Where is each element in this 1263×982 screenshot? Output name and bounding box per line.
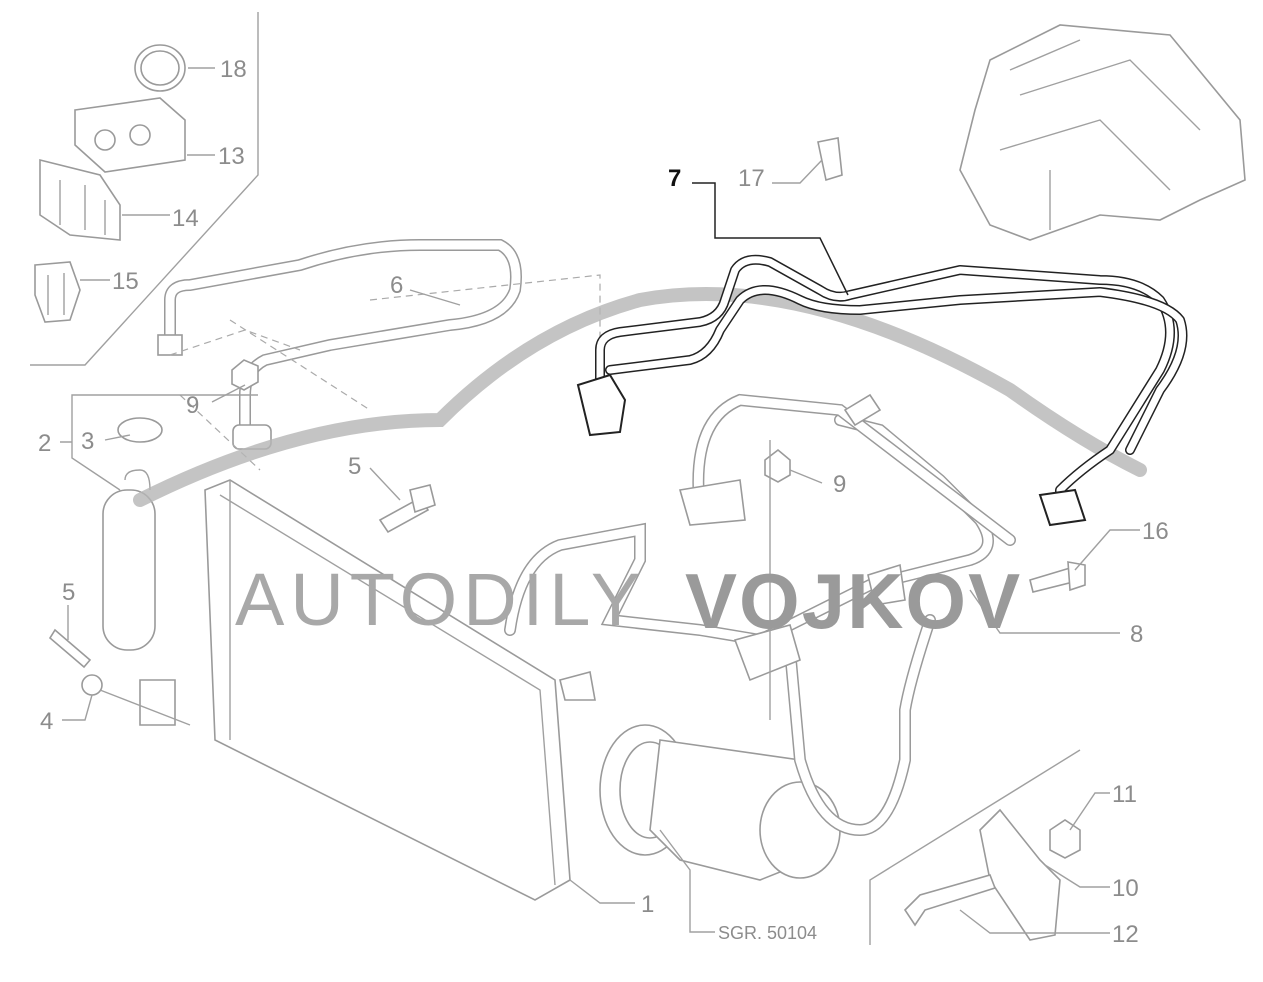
callout-16: 16 xyxy=(1142,518,1169,545)
part-16-bolt xyxy=(1029,566,1074,593)
part-17-pressure-switch xyxy=(817,137,843,182)
callout-1: 1 xyxy=(641,891,654,918)
compressor xyxy=(599,724,841,881)
part-13-block xyxy=(74,97,186,173)
hose-block xyxy=(733,624,801,682)
callout-10: 10 xyxy=(1112,875,1139,902)
callout-17: 17 xyxy=(738,165,765,192)
leader-lines xyxy=(60,67,1140,934)
part-10-bracket xyxy=(979,808,1061,941)
callout-9-right: 9 xyxy=(833,471,846,498)
part-5-bolt-lower xyxy=(48,628,92,669)
reference-code: SGR. 50104 xyxy=(718,923,817,943)
part-3-washer xyxy=(117,417,163,443)
callout-12: 12 xyxy=(1112,921,1139,948)
part-9-nut xyxy=(231,359,259,391)
callout-8: 8 xyxy=(1130,621,1143,648)
hvac-unit xyxy=(959,24,1246,241)
callout-18: 18 xyxy=(220,56,247,83)
part-14-clip xyxy=(39,158,121,241)
callout-14: 14 xyxy=(172,205,199,232)
small-parts-divider xyxy=(30,12,259,366)
callout-5-upper: 5 xyxy=(348,453,361,480)
part-9-nut-right xyxy=(764,448,791,483)
bracket-divider xyxy=(869,749,1081,945)
part-15-clip xyxy=(34,261,81,323)
part-12-bolt xyxy=(903,874,997,927)
part-11-nut xyxy=(1049,819,1081,859)
watermark-light: AUTODILY xyxy=(235,558,646,641)
callout-7-highlighted: 7 xyxy=(668,165,681,192)
part-1-condenser xyxy=(204,479,596,901)
part-4-nut xyxy=(81,674,103,696)
callout-15: 15 xyxy=(112,268,139,295)
routing-swoosh xyxy=(133,287,1147,507)
callout-4: 4 xyxy=(40,708,53,735)
callout-3: 3 xyxy=(81,428,94,455)
watermark-bold: VOJKOV xyxy=(685,557,1022,645)
part-18-oring xyxy=(134,44,186,92)
callout-5-lower: 5 xyxy=(62,579,75,606)
part-2-receiver-drier xyxy=(102,469,176,726)
callout-11: 11 xyxy=(1112,781,1137,808)
part-7-ac-pipe xyxy=(576,254,1188,527)
callout-13: 13 xyxy=(218,143,245,170)
pipe-6-fitting xyxy=(157,334,183,356)
callout-6: 6 xyxy=(390,272,403,299)
callout-9-left: 9 xyxy=(186,392,199,419)
callout-2: 2 xyxy=(38,430,51,457)
